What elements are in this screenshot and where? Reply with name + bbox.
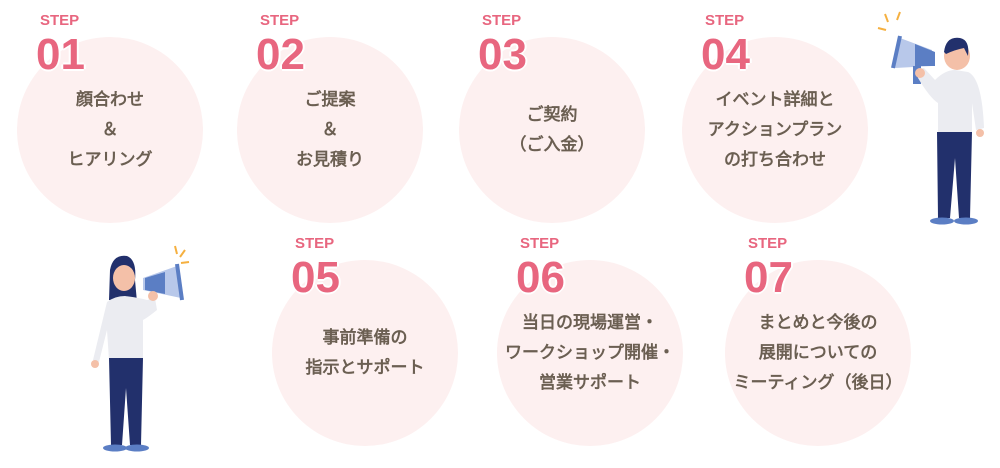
step-label: STEP <box>482 12 522 29</box>
step-number: 04 <box>701 30 750 79</box>
step-text-line: アクションプラン <box>707 120 843 140</box>
step-label: STEP <box>520 235 560 252</box>
step-text-line: ＆ <box>321 120 339 140</box>
step-number: 05 <box>291 253 340 302</box>
step-number: 06 <box>516 253 565 302</box>
step-text-line: 指示とサポート <box>305 358 425 378</box>
step-circle <box>682 37 868 223</box>
step-02: ご提案 ＆ お見積り STEP 02 <box>237 13 427 227</box>
step-label: STEP <box>260 12 300 29</box>
step-06: 当日の現場運営・ワークショップ開催・営業サポート STEP 06 <box>497 236 687 450</box>
step-text-line: 事前準備の <box>322 328 408 348</box>
step-description: 事前準備の指示とサポート <box>272 260 458 446</box>
step-description: イベント詳細とアクションプランの打ち合わせ <box>682 37 868 223</box>
step-circle <box>17 37 203 223</box>
step-description: ご提案 ＆ お見積り <box>237 37 423 223</box>
step-circle <box>725 260 911 446</box>
step-description: ご契約 （ご入金） <box>459 37 645 223</box>
step-text-line: まとめと今後の <box>758 313 878 333</box>
step-circle <box>272 260 458 446</box>
step-description: 顔合わせ ＆ ヒアリング <box>17 37 203 223</box>
step-text-line: の打ち合わせ <box>724 150 826 170</box>
step-05: 事前準備の指示とサポート STEP 05 <box>272 236 462 450</box>
step-text-line: 顔合わせ <box>76 90 144 110</box>
step-number: 01 <box>36 30 85 79</box>
step-label: STEP <box>748 235 788 252</box>
step-text-line: ヒアリング <box>67 150 153 170</box>
woman-megaphone-illustration <box>91 245 190 452</box>
step-text-line: ワークショップ開催・ <box>505 343 675 363</box>
step-text-line: ＆ <box>101 120 119 140</box>
step-text-line: （ご入金） <box>509 135 595 155</box>
step-circle <box>459 37 645 223</box>
step-03: ご契約 （ご入金） STEP 03 <box>459 13 649 227</box>
step-label: STEP <box>295 235 335 252</box>
step-text-line: お見積り <box>296 150 364 170</box>
step-number: 02 <box>256 30 305 79</box>
step-circle <box>497 260 683 446</box>
step-label: STEP <box>705 12 745 29</box>
step-text-line: 営業サポート <box>539 373 641 393</box>
step-label: STEP <box>40 12 80 29</box>
step-01: 顔合わせ ＆ ヒアリング STEP 01 <box>17 13 207 227</box>
step-04: イベント詳細とアクションプランの打ち合わせ STEP 04 <box>682 13 872 227</box>
man-megaphone-illustration <box>877 11 984 225</box>
step-text-line: ご契約 <box>526 105 578 125</box>
step-circle <box>237 37 423 223</box>
step-text-line: 展開についての <box>758 343 878 363</box>
step-07: まとめと今後の展開についてのミーティング（後日） STEP 07 <box>725 236 915 450</box>
step-number: 07 <box>744 253 793 302</box>
step-description: まとめと今後の展開についてのミーティング（後日） <box>725 260 911 446</box>
step-description: 当日の現場運営・ワークショップ開催・営業サポート <box>497 260 683 446</box>
step-text-line: 当日の現場運営・ <box>522 313 658 333</box>
step-number: 03 <box>478 30 527 79</box>
step-text-line: ご提案 <box>304 90 356 110</box>
step-text-line: イベント詳細と <box>715 90 835 110</box>
step-text-line: ミーティング（後日） <box>733 373 903 393</box>
